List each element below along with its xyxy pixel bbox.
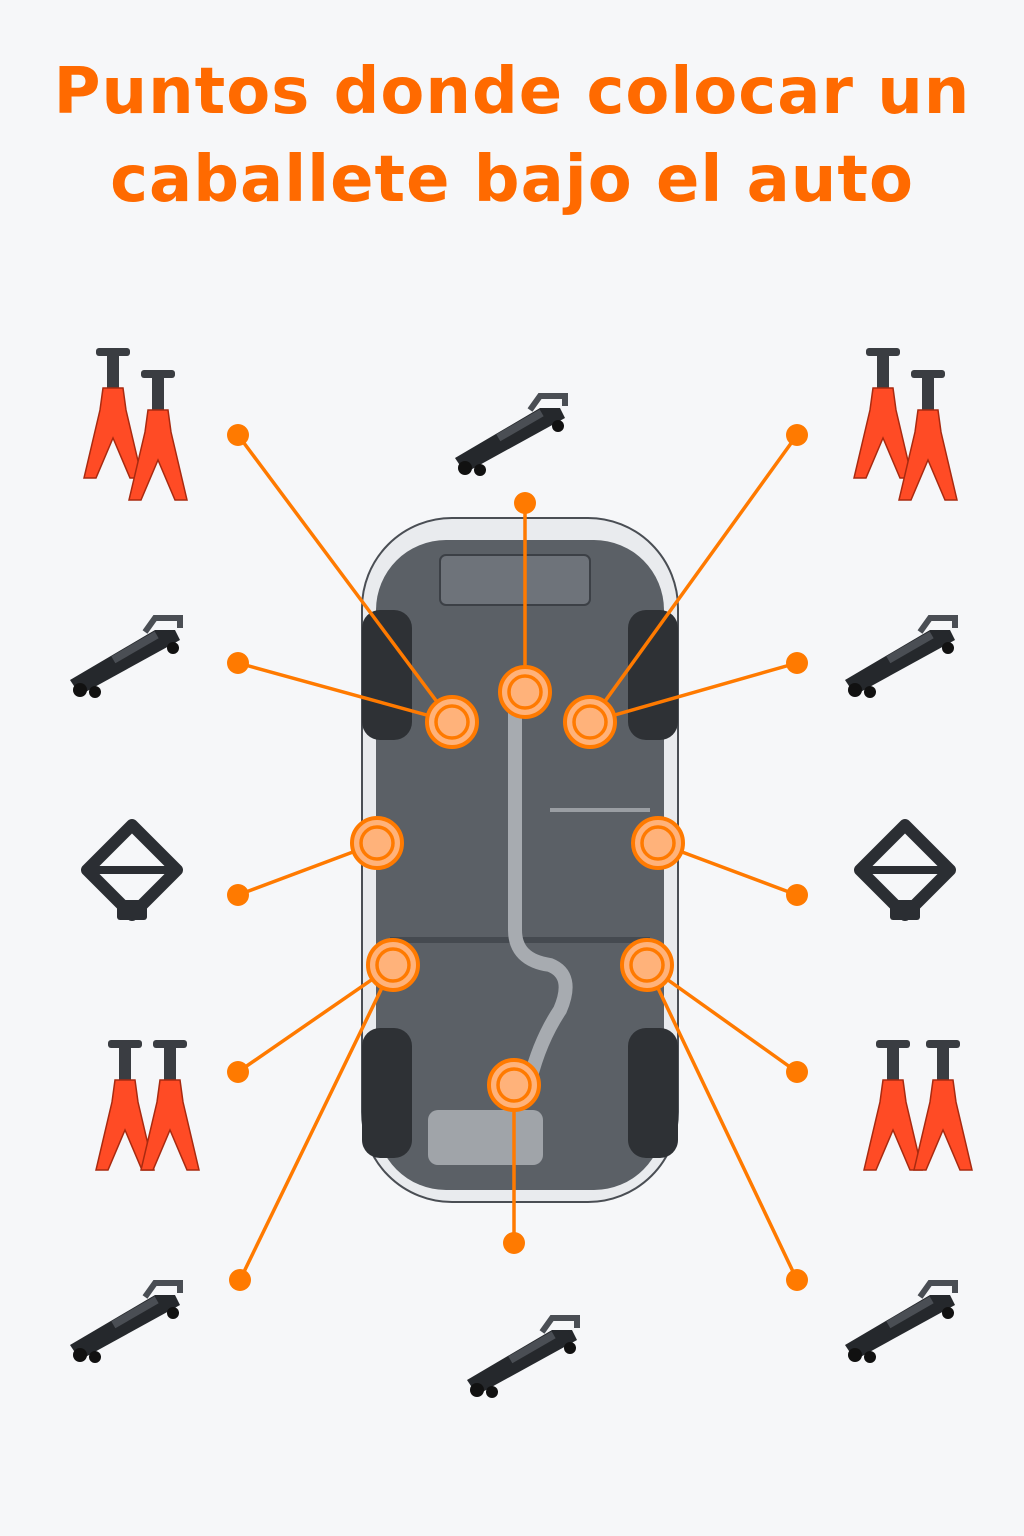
connector-line <box>237 963 394 1074</box>
endpoint-dot <box>227 1061 249 1083</box>
jack-stand-icon <box>83 347 143 479</box>
endpoint-dot <box>786 424 808 446</box>
endpoint-dot <box>786 1269 808 1291</box>
jack-stand-icon <box>853 347 913 479</box>
jack-point-marker <box>563 695 617 749</box>
endpoint-dot <box>786 652 808 674</box>
jack-point-marker <box>425 695 479 749</box>
connector-line <box>645 963 799 1074</box>
jack-point-marker <box>487 1058 541 1112</box>
endpoint-dot <box>227 884 249 906</box>
jack-stand-icon <box>898 369 958 501</box>
endpoint-dot <box>227 424 249 446</box>
rear-right-tire <box>628 1028 678 1158</box>
endpoint-dot <box>786 1061 808 1083</box>
connector-line <box>589 661 798 724</box>
endpoint-dot <box>514 492 536 514</box>
connector-line <box>236 433 454 724</box>
jack-point-marker <box>350 816 404 870</box>
connector-line <box>588 433 799 724</box>
page-title: Puntos donde colocar un caballete bajo e… <box>0 48 1024 224</box>
connector-line <box>238 964 395 1281</box>
jack-stand-icon <box>863 1039 923 1171</box>
jack-point-marker <box>620 938 674 992</box>
fuel-tank <box>428 1110 543 1165</box>
scissor-jack-icon <box>860 825 950 920</box>
title-line-2: caballete bajo el auto <box>110 143 914 217</box>
connector-line <box>645 964 799 1281</box>
endpoint-dot <box>786 884 808 906</box>
endpoint-dot <box>229 1269 251 1291</box>
rear-left-tire <box>362 1028 412 1158</box>
floor-jack-icon <box>455 396 565 476</box>
connector-line <box>237 661 453 724</box>
jack-stand-icon <box>140 1039 200 1171</box>
floor-jack-icon <box>845 618 955 698</box>
front-right-tire <box>628 610 678 740</box>
floor-jack-icon <box>467 1318 577 1398</box>
jack-point-marker <box>498 665 552 719</box>
floor-jack-icon <box>70 1283 180 1363</box>
jack-stand-icon <box>128 369 188 501</box>
scissor-jack-icon <box>87 825 177 920</box>
floor-jack-icon <box>70 618 180 698</box>
jack-stand-icon <box>913 1039 973 1171</box>
front-left-tire <box>362 610 412 740</box>
endpoint-dot <box>503 1232 525 1254</box>
floor-jack-icon <box>845 1283 955 1363</box>
exhaust-pipe <box>508 700 573 1082</box>
jack-point-marker <box>366 938 420 992</box>
jack-point-marker <box>631 816 685 870</box>
endpoint-dot <box>227 652 249 674</box>
title-line-1: Puntos donde colocar un <box>53 55 971 129</box>
